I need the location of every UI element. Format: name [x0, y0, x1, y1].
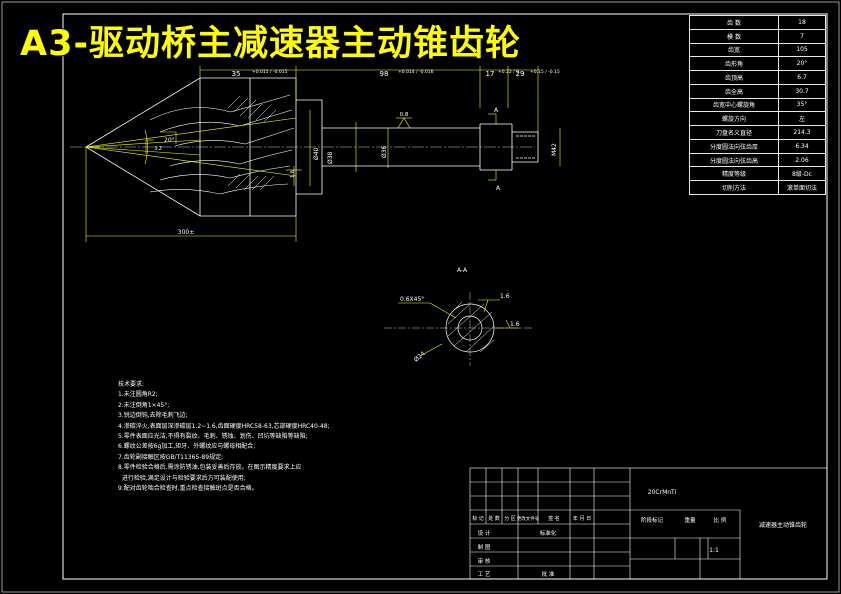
param-value: 6.7	[778, 70, 826, 85]
shaft	[322, 123, 539, 171]
param-value: 20°	[778, 56, 826, 72]
section-r2: 1.6	[510, 321, 520, 328]
dim-rough: 0.8	[400, 112, 409, 118]
dim-dia2: Ø38	[327, 151, 334, 164]
tb-drawing: 制 图	[478, 543, 491, 551]
dim-angle: 20°	[164, 137, 175, 144]
param-key: 齿顶高	[689, 70, 779, 85]
param-row: 切削方法滚单面切法	[689, 180, 826, 195]
param-value: 滚单面切法	[778, 180, 826, 195]
param-key: 螺旋方向	[689, 111, 779, 127]
param-key: 齿宽	[689, 42, 779, 58]
yellow-dims	[85, 66, 561, 242]
gear-hatch	[227, 95, 277, 191]
dim-98-tol: +0.014 / -0.016	[398, 69, 434, 75]
tb-r1-0: 标 记	[472, 515, 484, 522]
param-key: 分度圆法向弦齿高	[689, 152, 779, 168]
tb-process: 工 艺	[478, 571, 491, 578]
dim-17: 17	[486, 70, 495, 78]
param-value: 214.3	[778, 125, 826, 140]
tb-weight: 重量	[684, 516, 696, 524]
dim-35: 35	[232, 70, 241, 78]
dim-total: 300±	[178, 229, 194, 236]
tb-r1-4: 签 名	[548, 515, 560, 522]
dim-dia1: Ø40	[313, 147, 320, 160]
param-value: 35°	[778, 97, 826, 113]
section-d: Ø24	[413, 350, 427, 363]
param-value: 6.34	[778, 138, 826, 154]
param-key: 齿 数	[689, 15, 779, 30]
dim-dia3: Ø36	[381, 145, 388, 158]
param-value: 105	[778, 42, 826, 58]
param-key: 刀盘名义直径	[689, 125, 779, 140]
section-label: A-A	[457, 267, 468, 274]
dim-rough2: 1.6	[290, 170, 296, 178]
tb-approve: 批 准	[542, 570, 555, 578]
tb-material: 20CrMnTi	[648, 489, 677, 496]
dim-29: 29	[516, 70, 525, 78]
param-key: 分度圆法向弦齿厚	[689, 138, 779, 154]
param-value: 8级-Dc	[778, 166, 826, 182]
section-leaders	[398, 299, 520, 357]
section-mark-b: A	[496, 185, 501, 192]
param-key: 精度等级	[689, 166, 779, 182]
tb-r1-3: 更改文件号	[517, 515, 540, 522]
drawing-frame	[62, 13, 828, 580]
param-key: 齿形角	[689, 56, 779, 72]
tb-r1-2: 分 区	[504, 515, 516, 522]
tb-r1-5: 年 月 日	[573, 515, 591, 522]
param-row: 螺旋方向左	[689, 111, 826, 127]
param-key: 模 数	[689, 28, 779, 44]
section-r1: 1.6	[500, 293, 510, 300]
dim-29-tol: +0.15 / -0.15	[530, 69, 560, 75]
technical-requirements: 技术要求: 1.未注圆角R2; 2.未注倒角1×45°; 3.锐边倒钝,去除毛刺…	[118, 381, 330, 493]
dim-thread: M42	[551, 143, 558, 156]
param-key: 切削方法	[689, 180, 779, 195]
section-marks	[488, 113, 497, 181]
param-value: 7	[778, 28, 826, 44]
tb-part-name: 减速器主动锥齿轮	[759, 521, 807, 529]
param-value: 左	[778, 111, 826, 127]
title-block	[469, 467, 828, 580]
section-hatch	[447, 301, 495, 353]
section-mark-a: A	[494, 107, 499, 114]
drawing-title: A3-驱动桥主减速器主动锥齿轮	[20, 24, 521, 64]
gear-teeth	[149, 94, 295, 195]
param-key: 齿全高	[689, 83, 779, 99]
param-value: 18	[778, 15, 826, 30]
tb-scale: 1:1	[709, 547, 719, 554]
tb-r1-1: 处 数	[488, 515, 500, 522]
tb-design: 设 计	[478, 529, 491, 537]
dim-17-tol: +0.22 / 0	[498, 69, 519, 75]
param-value: 30.7	[778, 83, 826, 99]
dim-corner: 3.2	[154, 146, 162, 152]
tb-stage: 阶段标记	[641, 516, 664, 524]
tb-ratio: 比 例	[714, 516, 727, 524]
gear-cone	[85, 77, 323, 217]
param-value: 2.06	[778, 152, 826, 168]
dim-98: 98	[380, 70, 389, 78]
tb-review: 审 核	[478, 557, 491, 565]
param-key: 齿宽中心螺旋角	[689, 97, 779, 113]
tb-standardize: 标准化	[540, 529, 557, 537]
section-chamfer: 0.6X45°	[400, 296, 424, 303]
dim-35-tol: +0.015 / -0.015	[252, 69, 288, 75]
